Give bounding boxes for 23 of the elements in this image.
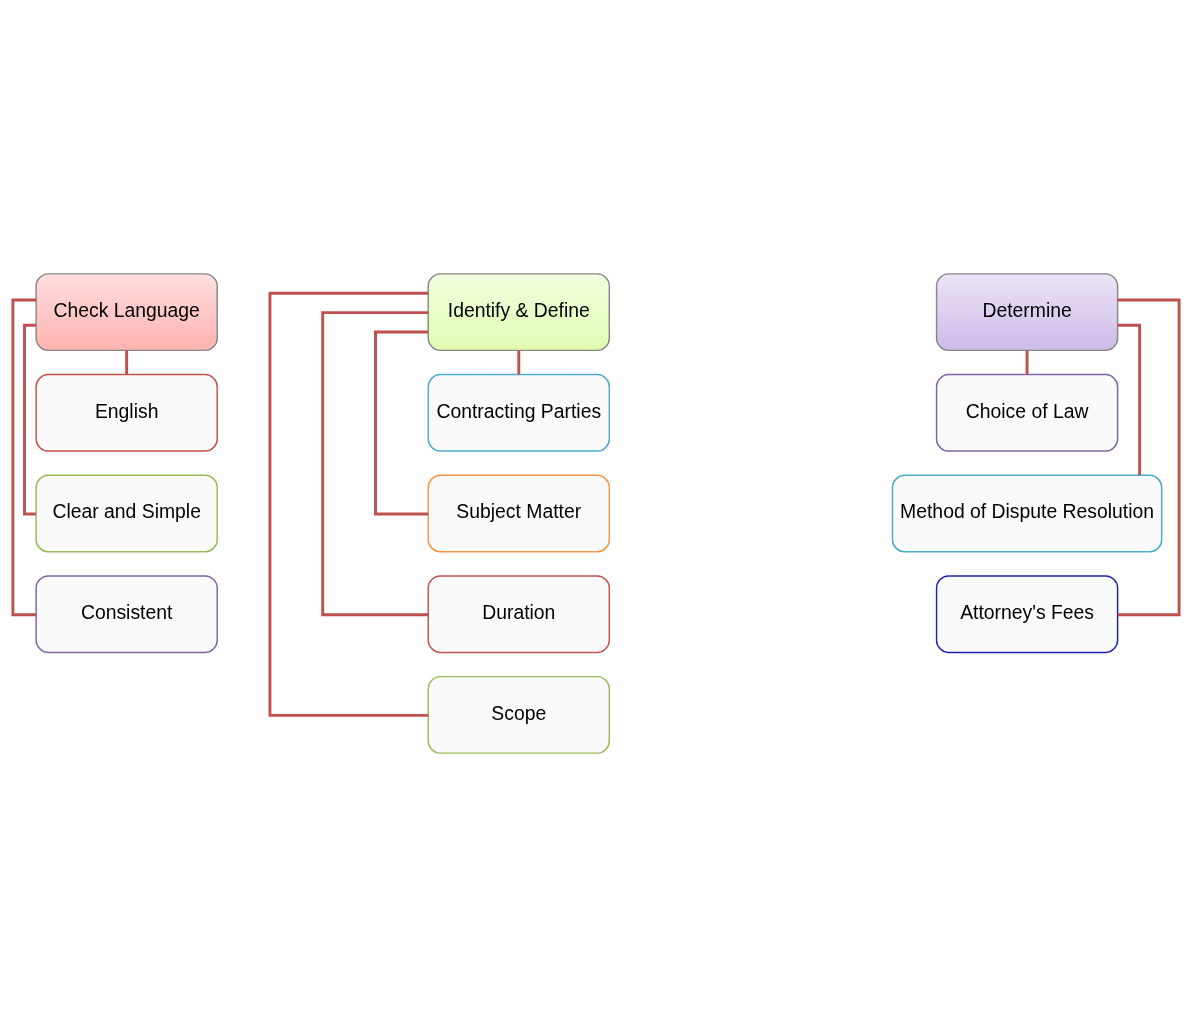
connector [23,323,36,516]
node-box: English [35,373,218,452]
connector [321,311,429,617]
node-box: Determine [935,273,1119,352]
connector [125,350,129,375]
connector [1117,298,1181,617]
node-box: Contracting Parties [427,373,611,452]
node-box: Scope [427,675,611,754]
connector [1025,350,1029,375]
connector [268,291,429,717]
node-box: Consistent [35,575,218,654]
connector [374,330,429,516]
connector [11,298,36,617]
node-box: Attorney's Fees [935,575,1119,654]
node-box: Subject Matter [427,474,611,553]
connector [517,350,521,375]
node-box: Identify & Define [427,273,611,352]
node-box: Check Language [35,273,218,352]
node-box: Choice of Law [935,373,1119,452]
node-box: Method of Dispute Resolution [891,474,1163,553]
node-box: Clear and Simple [35,474,218,553]
connector [1117,323,1142,475]
node-box: Duration [427,575,611,654]
